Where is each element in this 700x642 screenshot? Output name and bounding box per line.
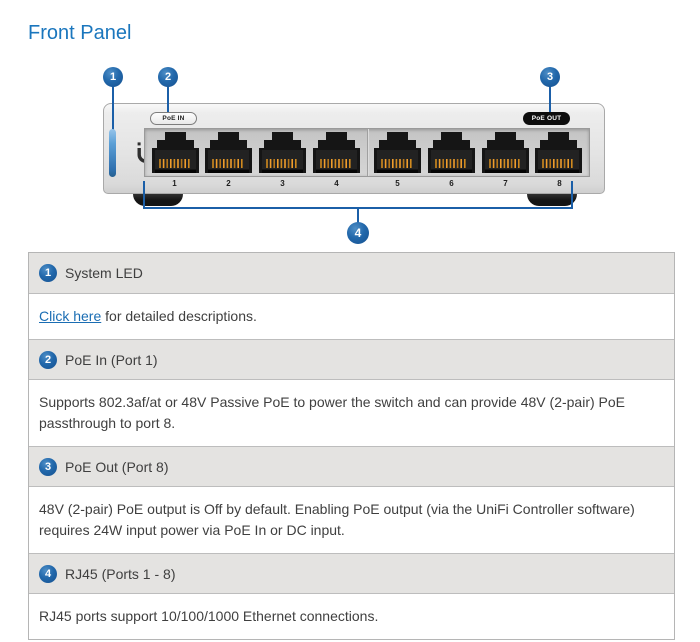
rj45-port-6-icon (427, 132, 475, 173)
rj45-port-2-icon (205, 132, 253, 173)
row-number-badge: 3 (39, 457, 57, 476)
callout-4-rj45-ports: 4 (347, 222, 369, 244)
table-row-header-rj45: 4 RJ45 (Ports 1 - 8) (29, 553, 674, 593)
callout-2-poe-in: 2 (158, 67, 178, 87)
leader-line-2 (167, 86, 169, 113)
port-number-row: 1 2 3 4 5 6 7 8 (144, 179, 590, 188)
table-row-header-poe-out: 3 PoE Out (Port 8) (29, 446, 674, 486)
table-row-desc-poe-out: 48V (2-pair) PoE output is Off by defaul… (29, 486, 674, 553)
rj45-port-4-icon (312, 132, 360, 173)
rj45-port-5-icon (374, 132, 422, 173)
row-title: PoE Out (Port 8) (65, 458, 169, 475)
rj45-port-7-icon (481, 132, 529, 173)
callout-3-poe-out: 3 (540, 67, 560, 87)
table-row-desc-poe-in: Supports 802.3af/at or 48V Passive PoE t… (29, 379, 674, 446)
port-group-1-4 (145, 129, 367, 176)
bracket-right (571, 181, 573, 209)
table-row-desc-system-led: Click here for detailed descriptions. (29, 293, 674, 339)
bracket-drop (357, 209, 359, 223)
table-row-header-system-led: 1 System LED (29, 253, 674, 293)
port-number-7: 7 (503, 179, 508, 188)
poe-in-label: PoE IN (150, 112, 197, 125)
row-number-badge: 1 (39, 264, 57, 282)
rj45-port-3-icon (259, 132, 307, 173)
rj45-port-1-icon (151, 132, 199, 173)
leader-line-3 (549, 86, 551, 113)
bracket-left (143, 181, 145, 209)
row-number-badge: 2 (39, 350, 57, 369)
port-number-1: 1 (172, 179, 177, 188)
row-title: PoE In (Port 1) (65, 351, 158, 368)
bracket-horizontal (143, 207, 573, 209)
port-number-8: 8 (557, 179, 562, 188)
port-number-4: 4 (334, 179, 339, 188)
row-text: 48V (2-pair) PoE output is Off by defaul… (39, 501, 635, 538)
rj45-port-8-icon (535, 132, 583, 173)
row-text: RJ45 ports support 10/100/1000 Ethernet … (39, 608, 379, 624)
port-number-2: 2 (226, 179, 231, 188)
port-number-3: 3 (280, 179, 285, 188)
row-title: RJ45 (Ports 1 - 8) (65, 565, 176, 582)
table-row-header-poe-in: 2 PoE In (Port 1) (29, 339, 674, 379)
row-text: Supports 802.3af/at or 48V Passive PoE t… (39, 394, 625, 431)
port-number-6: 6 (449, 179, 454, 188)
descriptions-table: 1 System LED Click here for detailed des… (28, 252, 675, 640)
port-panel (144, 128, 590, 177)
row-title: System LED (65, 265, 143, 281)
port-group-5-8 (368, 129, 590, 176)
callout-1-system-led: 1 (103, 67, 123, 87)
row-text: for detailed descriptions. (101, 308, 257, 324)
page-title: Front Panel (28, 22, 132, 44)
system-led (109, 129, 116, 177)
leader-line-1 (112, 86, 114, 131)
click-here-link[interactable]: Click here (39, 308, 102, 324)
port-number-5: 5 (395, 179, 400, 188)
row-number-badge: 4 (39, 564, 57, 583)
table-row-desc-rj45: RJ45 ports support 10/100/1000 Ethernet … (29, 593, 674, 639)
poe-out-label: PoE OUT (523, 112, 570, 125)
port-group-divider (366, 129, 368, 176)
